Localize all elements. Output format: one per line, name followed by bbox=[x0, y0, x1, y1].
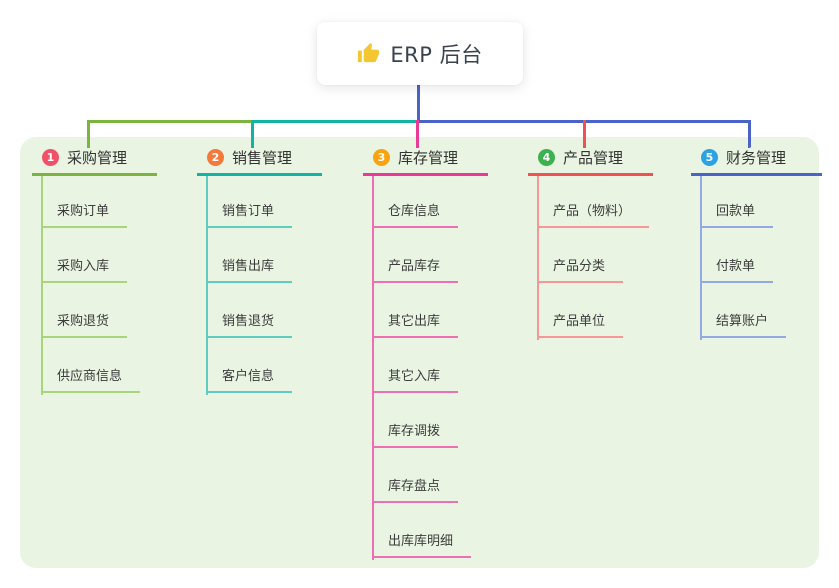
branch-index-badge: 3 bbox=[373, 149, 390, 166]
mindmap-node[interactable]: 产品分类 bbox=[537, 255, 624, 283]
branch-trunk-line bbox=[700, 176, 702, 340]
root-node[interactable]: ERP 后台 bbox=[317, 22, 523, 85]
branch-index-badge: 2 bbox=[207, 149, 224, 166]
mindmap-node[interactable]: 其它入库 bbox=[372, 365, 459, 393]
branch-title: 产品管理 bbox=[563, 149, 624, 167]
branch-node-product[interactable]: 4 产品管理 bbox=[528, 148, 653, 176]
thumbs-up-icon bbox=[357, 42, 380, 65]
mindmap-node[interactable]: 采购入库 bbox=[41, 255, 128, 283]
branch-node-finance[interactable]: 5 财务管理 bbox=[691, 148, 822, 176]
mindmap-node[interactable]: 其它出库 bbox=[372, 310, 459, 338]
mindmap-node[interactable]: 库存盘点 bbox=[372, 475, 459, 503]
bus-line-teal bbox=[251, 120, 418, 123]
mindmap-node[interactable]: 产品（物料） bbox=[537, 200, 650, 228]
branch-title: 销售管理 bbox=[232, 149, 293, 167]
branch-trunk-line bbox=[537, 176, 539, 340]
mindmap-node[interactable]: 付款单 bbox=[700, 255, 774, 283]
branch-title: 采购管理 bbox=[67, 149, 128, 167]
mindmap-node[interactable]: 采购订单 bbox=[41, 200, 128, 228]
branch-finance: 5 财务管理 回款单 付款单 结算账户 bbox=[691, 148, 822, 340]
mindmap-node[interactable]: 客户信息 bbox=[206, 365, 293, 393]
branch-node-purchase[interactable]: 1 采购管理 bbox=[32, 148, 157, 176]
branch-drop-line-3 bbox=[416, 120, 419, 148]
branch-purchase: 1 采购管理 采购订单 采购入库 采购退货 供应商信息 bbox=[32, 148, 157, 395]
mindmap-node[interactable]: 采购退货 bbox=[41, 310, 128, 338]
mindmap-node[interactable]: 产品单位 bbox=[537, 310, 624, 338]
mindmap-node[interactable]: 结算账户 bbox=[700, 310, 787, 338]
branch-sales: 2 销售管理 销售订单 销售出库 销售退货 客户信息 bbox=[197, 148, 322, 395]
branch-index-badge: 4 bbox=[538, 149, 555, 166]
mindmap-node[interactable]: 销售出库 bbox=[206, 255, 293, 283]
branch-trunk-line bbox=[41, 176, 43, 395]
branch-product: 4 产品管理 产品（物料） 产品分类 产品单位 bbox=[528, 148, 653, 340]
branch-trunk-line bbox=[206, 176, 208, 395]
branch-trunk-line bbox=[372, 176, 374, 560]
mindmap-node[interactable]: 销售退货 bbox=[206, 310, 293, 338]
branch-node-sales[interactable]: 2 销售管理 bbox=[197, 148, 322, 176]
mindmap-node[interactable]: 回款单 bbox=[700, 200, 774, 228]
branch-inventory: 3 库存管理 仓库信息 产品库存 其它出库 其它入库 库存调拨 库存盘点 出库库… bbox=[363, 148, 488, 560]
branch-title: 财务管理 bbox=[726, 149, 787, 167]
branch-node-inventory[interactable]: 3 库存管理 bbox=[363, 148, 488, 176]
branch-drop-line-1 bbox=[87, 120, 90, 148]
branch-title: 库存管理 bbox=[398, 149, 459, 167]
mindmap-node[interactable]: 产品库存 bbox=[372, 255, 459, 283]
mindmap-node[interactable]: 出库库明细 bbox=[372, 530, 472, 558]
branch-index-badge: 1 bbox=[42, 149, 59, 166]
mindmap-node[interactable]: 供应商信息 bbox=[41, 365, 141, 393]
mindmap-node[interactable]: 库存调拨 bbox=[372, 420, 459, 448]
root-node-title: ERP 后台 bbox=[390, 42, 483, 67]
root-connector-line bbox=[417, 85, 420, 121]
mindmap-node[interactable]: 销售订单 bbox=[206, 200, 293, 228]
mindmap-node[interactable]: 仓库信息 bbox=[372, 200, 459, 228]
mindmap-background-panel bbox=[20, 137, 819, 568]
branch-drop-line-5 bbox=[748, 120, 751, 148]
bus-line-green bbox=[87, 120, 253, 123]
branch-index-badge: 5 bbox=[701, 149, 718, 166]
branch-drop-line-2 bbox=[251, 120, 254, 148]
branch-drop-line-4 bbox=[583, 120, 586, 148]
